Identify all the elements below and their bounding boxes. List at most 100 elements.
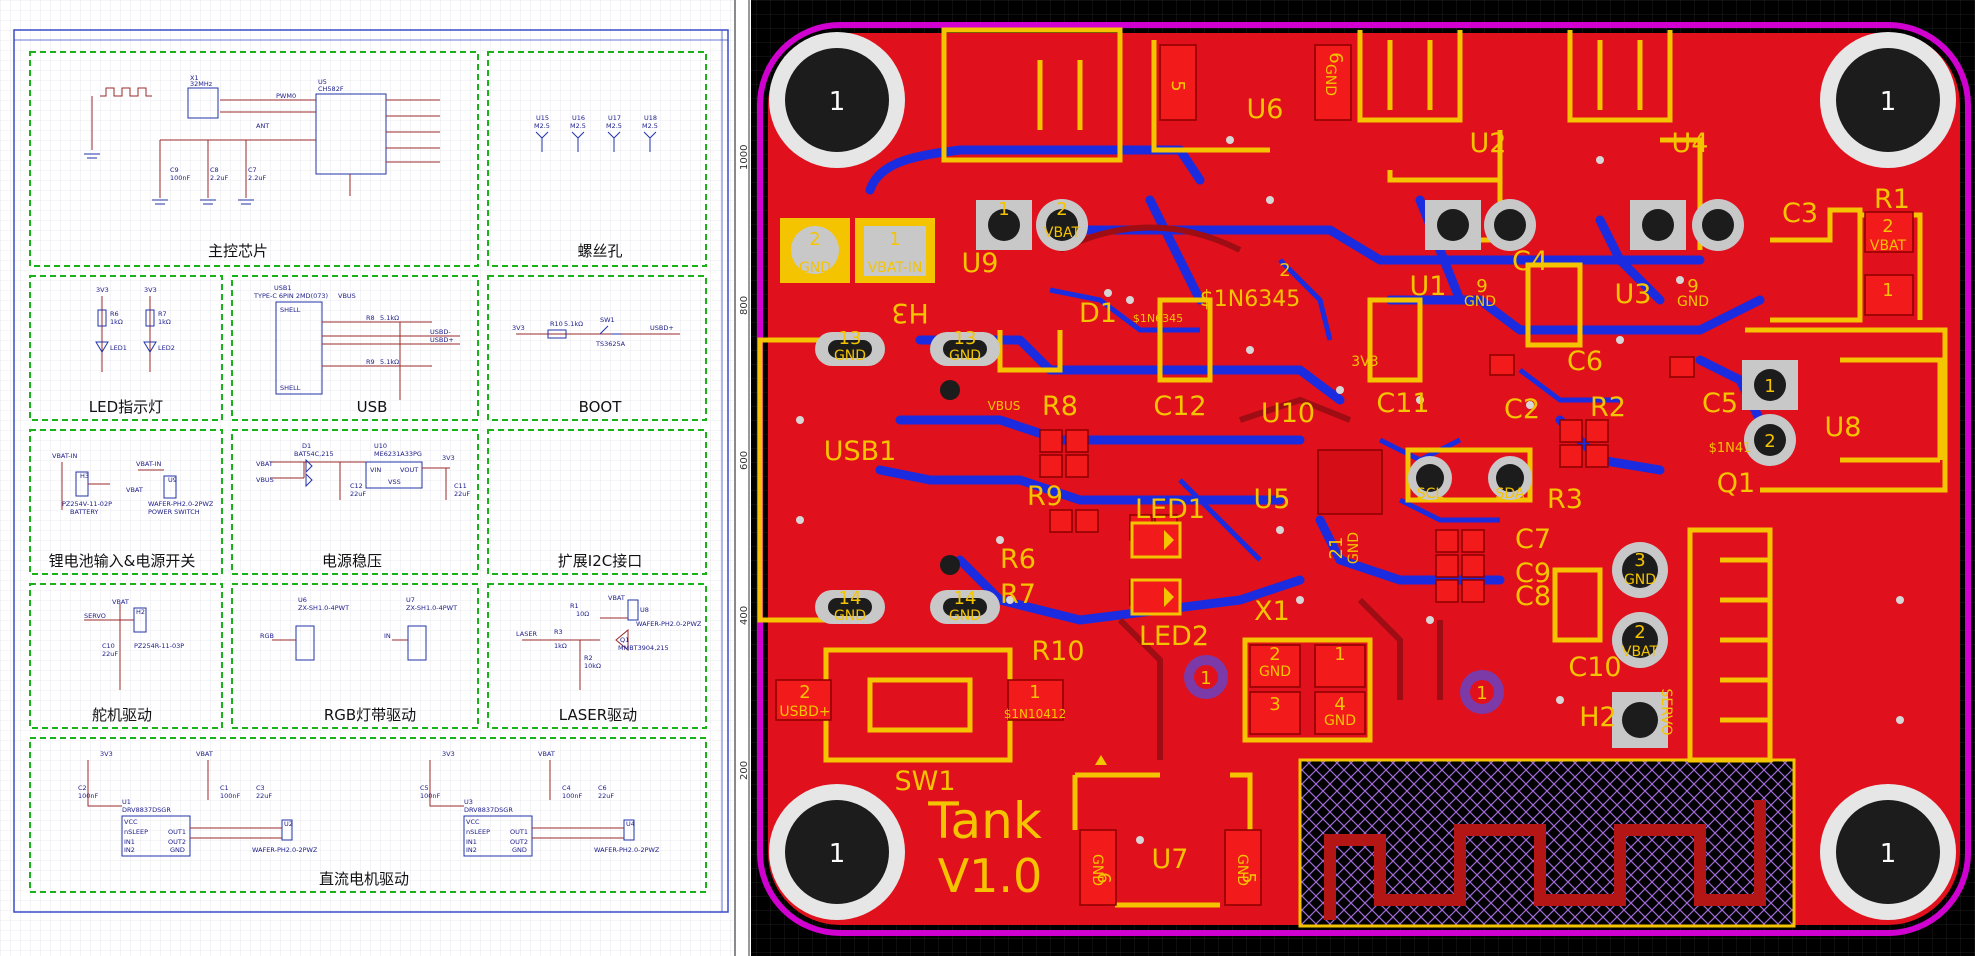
servo-h2: H2 — [136, 608, 145, 616]
pad-gnd-u7-b: GND — [1234, 854, 1250, 886]
motor-c6: C6 — [598, 784, 607, 792]
ruler-400: 400 — [739, 606, 750, 625]
led-led1: LED1 — [110, 344, 127, 352]
panel-mcu — [29, 51, 479, 267]
pcb-vbus: VBUS — [988, 399, 1021, 413]
servo-circuit: VBAT SERVO H2 PZ254R-11-03P C10 22uF — [84, 598, 184, 690]
servo-c10-val: 22uF — [102, 650, 118, 658]
padnum-x1-1: 1 — [1334, 644, 1345, 665]
pad-gnd-u1: GND — [1464, 294, 1496, 310]
motor-u3-out2: OUT2 — [510, 838, 528, 846]
laser-u8-part: WAFER-PH2.0-2PWZ — [636, 620, 702, 628]
pcb-u3: U3 — [1615, 279, 1652, 310]
schematic-view[interactable]: 主控芯片 螺丝孔 LED指示灯 USB BOOT 锂电池输入&电源开关 电源稳压… — [0, 0, 736, 956]
pcb-view[interactable]: 1000 800 600 400 200 — [737, 0, 1975, 956]
pcb-x1: X1 — [1254, 596, 1290, 627]
padnum-h2-3: 3 — [1634, 550, 1645, 571]
pcb-h3: H3 — [891, 297, 928, 328]
motor-u4-part: WAFER-PH2.0-2PWZ — [594, 846, 660, 854]
usb-usbdm: USBD- — [430, 328, 451, 336]
panel-title-led: LED指示灯 — [89, 398, 163, 416]
laser-circuit: VBAT U8 WAFER-PH2.0-2PWZ R1 10Ω LASER R3… — [516, 594, 702, 690]
panel-title-mcu: 主控芯片 — [208, 242, 268, 260]
padnum-x1-3: 3 — [1269, 694, 1280, 715]
board-title: Tank — [927, 792, 1042, 850]
padnum-h3-13a: 13 — [839, 328, 862, 349]
motor-u1-vcc: VCC — [124, 818, 138, 826]
pad-scl: SCL — [1417, 486, 1444, 502]
laser-r3-val: 1kΩ — [554, 642, 567, 650]
panel-servo — [29, 583, 223, 729]
pad-gnd-u7-a: GND — [1089, 854, 1105, 886]
motor-u1-in2: IN2 — [124, 846, 135, 854]
led-r6-val: 1kΩ — [110, 318, 123, 326]
silkscreen — [757, 27, 1948, 908]
motor-u1-out1: OUT1 — [168, 828, 186, 836]
screw-u18: U18 — [644, 114, 657, 122]
motor-u3-in2: IN2 — [466, 846, 477, 854]
pcb-d1-part: $1N6345 — [1200, 287, 1300, 312]
pad-gnd-h3-a: GND — [834, 348, 866, 364]
mcu-c9-label: C9 — [170, 166, 179, 174]
motor-u1-part: DRV8837DSGR — [122, 806, 171, 814]
bat-vbat-in: VBAT-IN — [52, 452, 77, 460]
bat-u9: U9 — [168, 476, 177, 484]
motor-u3-part: DRV8837DSGR — [464, 806, 513, 814]
rgb-u6: U6 — [298, 596, 307, 604]
mcu-x1-label: X1 — [190, 74, 199, 82]
motor-3v3-b: 3V3 — [442, 750, 455, 758]
reg-3v3: 3V3 — [442, 454, 455, 462]
reg-vbus: VBUS — [256, 476, 274, 484]
screw-u15: U15 — [536, 114, 549, 122]
led-led2: LED2 — [158, 344, 175, 352]
mounting-hole-tl: 1 — [769, 32, 905, 168]
motor-c5-val: 100nF — [420, 792, 441, 800]
reg-d1: D1 — [302, 442, 311, 450]
pcb-u5: U5 — [1254, 484, 1291, 515]
motor-c2: C2 — [78, 784, 87, 792]
bat-battery: BATTERY — [70, 508, 98, 516]
padnum-u9-1: 1 — [998, 199, 1009, 220]
usb-part: TYPE-C 6PIN 2MD(073) — [253, 292, 328, 300]
padnum-u7-6: 6 — [1093, 872, 1114, 883]
padnum-u8-2: 2 — [1764, 431, 1775, 452]
motor-u1-nsleep: nSLEEP — [124, 828, 148, 836]
padnum-u5: 21 — [1326, 537, 1347, 560]
laser-q1: Q1 — [620, 636, 629, 644]
pcb-ruler: 1000 800 600 400 200 — [737, 0, 751, 956]
mounting-hole-tr: 1 — [1820, 32, 1956, 168]
pcb-c8: C8 — [1515, 581, 1551, 612]
motor-c5: C5 — [420, 784, 429, 792]
motor-c3-val: 22uF — [256, 792, 272, 800]
pad-usbd-plus: USBD+ — [779, 704, 830, 720]
padnum-r1-1: 1 — [1882, 280, 1893, 301]
motor-u4: U4 — [626, 820, 635, 828]
motor-u3-vcc: VCC — [466, 818, 480, 826]
pad-gnd-u6: GND — [1322, 64, 1338, 96]
mcu-c9-value: 100nF — [170, 174, 191, 182]
pad-gnd-h3-b: GND — [949, 348, 981, 364]
top-traces — [1058, 224, 1443, 760]
hole-label-br: 1 — [1880, 839, 1897, 869]
board-version: V1.0 — [938, 849, 1043, 903]
pad-vbat-r1: VBAT — [1870, 238, 1907, 254]
pad-sda: SDA — [1496, 486, 1525, 502]
battery-circuit: VBAT-IN H3 PZ254V-11-02P BATTERY VBAT-IN… — [52, 452, 214, 516]
mcu-c8-label: C8 — [210, 166, 219, 174]
laser-q1-part: MMBT3904,215 — [618, 644, 669, 652]
pcb-r6: R6 — [1000, 544, 1036, 575]
mounting-hole-bl: 1 — [769, 784, 905, 920]
reg-c11: C11 — [454, 482, 467, 490]
pcb-r10: R10 — [1031, 636, 1084, 667]
usb-r9: R9 — [366, 358, 375, 366]
panel-boot — [487, 275, 707, 421]
screw-m25-1: M2.5 — [534, 122, 550, 130]
pcb-c7: C7 — [1515, 524, 1551, 555]
padnum-via-2: 1 — [1476, 683, 1487, 704]
panel-title-servo: 舵机驱动 — [92, 706, 152, 724]
screw-u16: U16 — [572, 114, 585, 122]
rgb-u6-part: ZX-SH1.0-4PWT — [298, 604, 349, 612]
pcb-u1: U1 — [1410, 271, 1447, 302]
servo-c10: C10 — [102, 642, 115, 650]
motor-u1-out2: OUT2 — [168, 838, 186, 846]
